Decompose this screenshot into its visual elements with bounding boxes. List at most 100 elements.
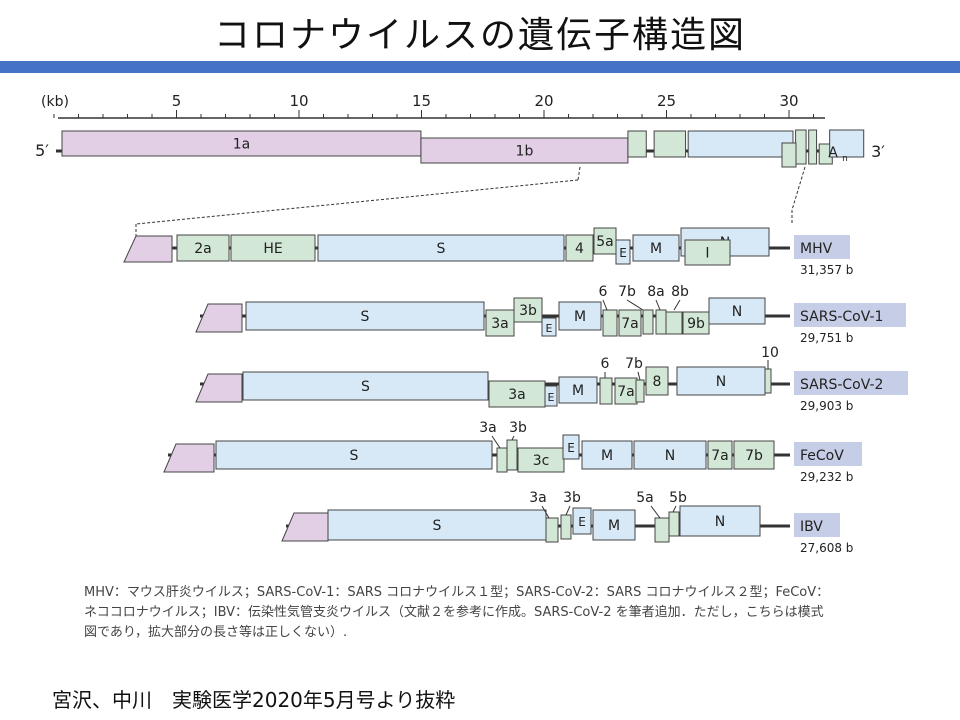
gene-s	[317, 234, 565, 262]
overview-orf	[808, 129, 818, 165]
gene-pointer	[655, 299, 661, 311]
gene-pointer	[565, 505, 571, 516]
scale-tick-label: 30	[779, 92, 798, 110]
gene-8a-label: 8a	[647, 284, 665, 300]
gene-m	[581, 440, 633, 470]
gene-7b	[635, 379, 645, 403]
gene-n-label: N	[715, 514, 725, 530]
gene-3b	[560, 514, 572, 540]
gene-e-label: E	[619, 246, 627, 260]
gene-he	[230, 234, 316, 262]
genome-name-badge	[794, 235, 850, 259]
gene-s-label: S	[350, 448, 359, 464]
gene-10-label: 10	[761, 345, 779, 361]
scale-unit-label: (kb)	[41, 94, 69, 110]
gene-5b-label: 5b	[669, 490, 687, 506]
scale-tick-label: 20	[534, 92, 553, 110]
gene-6-label: 6	[601, 356, 610, 372]
footnote-line: 図であり，拡大部分の長さ等は正しくない）.	[84, 625, 348, 640]
overview-orf	[627, 130, 647, 158]
genome-size: 29,751 b	[800, 331, 853, 345]
gene-3a-label: 3a	[479, 420, 497, 436]
gene-6	[602, 309, 618, 337]
orf1ab-stub	[123, 235, 173, 263]
gene-e	[562, 434, 580, 460]
gene-3a-label: 3a	[491, 316, 509, 332]
genome-name-badge	[794, 513, 840, 537]
poly-a-label: A	[828, 145, 838, 161]
gene-pointer	[511, 435, 515, 441]
gene-5a-label: 5a	[596, 234, 614, 250]
gene-i	[684, 239, 731, 266]
gene-4	[565, 234, 594, 262]
gene-5b	[668, 511, 680, 537]
footnote: MHV：マウス肝炎ウイルス；SARS-CoV-1：SARS コロナウイルス１型；…	[84, 583, 884, 643]
poly-a-subscript: n	[842, 154, 848, 164]
gene-s	[215, 440, 493, 470]
gene-3c	[517, 447, 565, 473]
gene-n-label: N	[665, 448, 675, 464]
gene-8b-label: 8b	[671, 284, 689, 300]
gene-pointer	[650, 505, 661, 519]
gene-7b-label: 7b	[625, 356, 643, 372]
gene-6	[599, 377, 613, 405]
orf1ab-stub	[195, 303, 243, 333]
title-accent-bar	[0, 61, 960, 73]
gene-3b-label: 3b	[519, 303, 537, 319]
source-citation: 宮沢、中川 実験医学2020年5月号より抜粋	[52, 688, 456, 712]
gene-9b-label: 9b	[687, 316, 705, 332]
genome-name: MHV	[800, 241, 833, 257]
gene-e-label: E	[567, 441, 575, 455]
gene-8a	[655, 309, 667, 335]
gene-n	[633, 440, 707, 470]
gene-3b	[513, 297, 543, 323]
gene-5a	[654, 517, 670, 543]
callout-right-diagonal	[791, 166, 806, 211]
gene-s-label: S	[361, 309, 370, 325]
gene-m	[592, 509, 636, 541]
gene-m-label: M	[572, 383, 584, 399]
gene-5a-label: 5a	[636, 490, 654, 506]
gene-pointer	[673, 299, 681, 311]
gene-m-label: M	[601, 448, 613, 464]
gene-n-label: N	[716, 374, 726, 390]
genome-name-badge	[794, 303, 906, 327]
gene-3a	[485, 309, 515, 337]
overview-orf-label: 1a	[233, 137, 251, 153]
gene-m	[558, 376, 598, 404]
overview-orf-label: 1b	[516, 144, 534, 160]
gene-e-label: E	[578, 515, 586, 529]
gene-e	[541, 317, 557, 337]
gene-n	[708, 297, 766, 325]
gene-e-label: E	[548, 391, 555, 404]
genome-diagram: (kb)510152025305′1a1bAn3′2aHES45aEMNIMHV…	[35, 92, 908, 555]
scale-tick-label: 10	[289, 92, 308, 110]
gene-pointer	[626, 299, 644, 311]
genome-size: 31,357 b	[800, 263, 853, 277]
orf1ab-stub	[163, 443, 215, 473]
gene-3a-label: 3a	[508, 387, 526, 403]
genome-size: 29,903 b	[800, 399, 853, 413]
gene-e	[572, 507, 592, 535]
gene-3a-label: 3a	[529, 490, 547, 506]
overview-orf	[61, 130, 422, 157]
genome-name: IBV	[800, 519, 823, 535]
callout-left-vertical	[577, 166, 581, 181]
gene-7b-label: 7b	[745, 448, 763, 464]
gene-s	[245, 301, 485, 331]
slide-title: コロナウイルスの遺伝子構造図	[213, 15, 746, 56]
scale-tick-label: 15	[412, 92, 431, 110]
gene-3b-label: 3b	[509, 420, 527, 436]
gene-he-label: HE	[263, 241, 282, 257]
gene-3c-label: 3c	[533, 453, 550, 469]
overview-orf	[653, 130, 687, 158]
gene-e	[615, 239, 631, 265]
genome-size: 29,232 b	[800, 470, 853, 484]
gene-m-label: M	[650, 241, 662, 257]
gene-7b	[642, 309, 654, 335]
gene-3a	[545, 517, 559, 543]
gene-7a	[618, 309, 642, 337]
genome-name: SARS-CoV-1	[800, 309, 883, 325]
overview-orf	[420, 137, 629, 164]
gene-s-label: S	[361, 379, 370, 395]
